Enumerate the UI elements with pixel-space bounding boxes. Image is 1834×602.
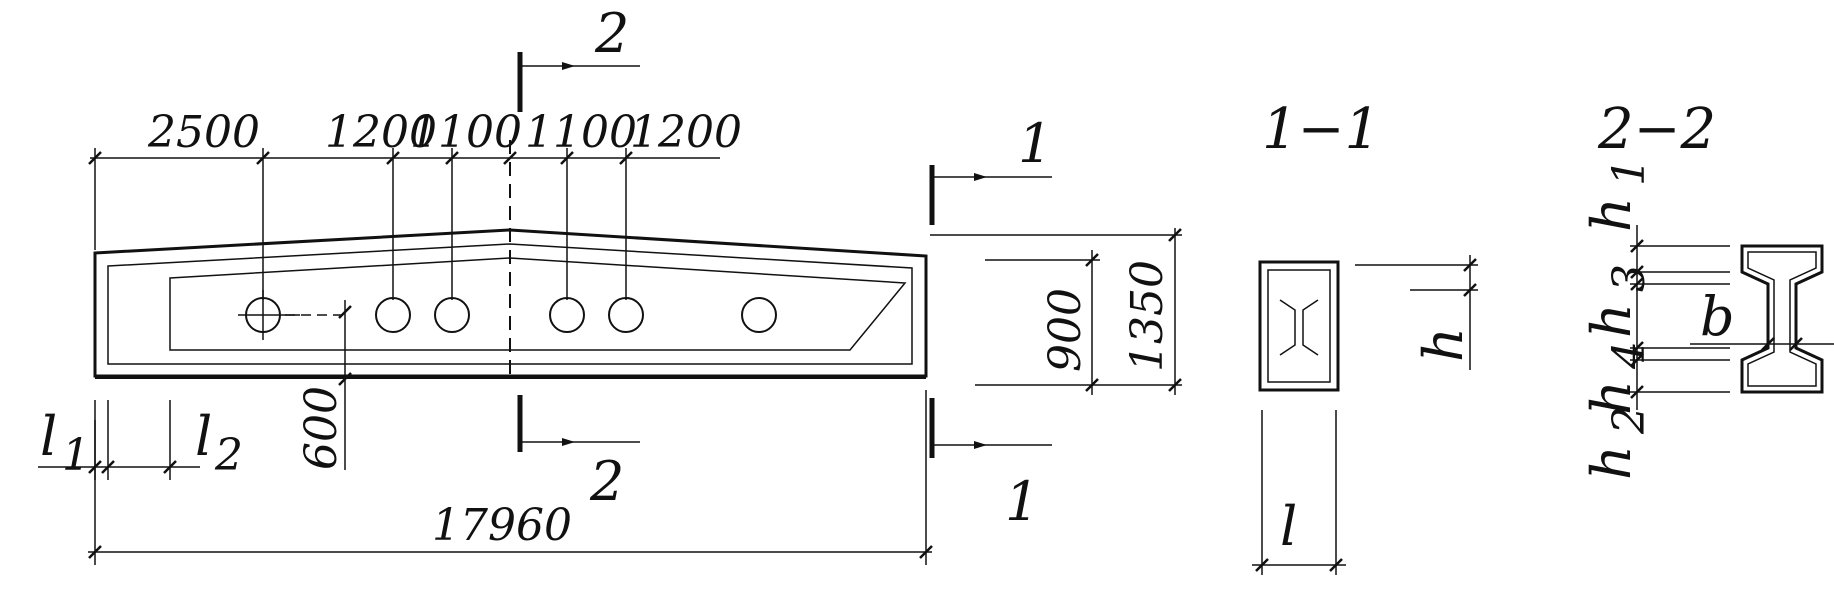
dim-600: 600 [296,386,347,470]
section-2-2-h4-sub: 4 [1604,341,1655,370]
section-1-1: 1−1 h l [1252,97,1478,575]
end-dimensions: l 1 l 2 [38,400,243,481]
height-dimensions: 900 1350 [930,228,1182,395]
section-2-2-h1-sub: 1 [1604,158,1655,186]
dim-1200-right: 1200 [630,107,742,158]
total-length-dimension: 17960 [88,390,933,565]
opening-6 [741,297,777,333]
section-2-2-b-label: b [1700,285,1735,348]
beam-web-panel [169,257,907,351]
section-1-1-h-label: h [1412,327,1475,362]
dim-1100-right: 1100 [525,107,637,158]
section-2-2-title: 2−2 [1597,97,1716,162]
dim-900: 900 [1040,288,1091,372]
section-1-1-l-label: l [1280,495,1297,558]
label-l2-sub: 2 [214,430,243,481]
opening-4 [549,297,585,333]
section-2-2-h3-sub: 3 [1604,264,1655,292]
beam-outline-outer [93,228,928,378]
opening-3 [434,297,470,333]
label-l2: l [195,405,212,468]
web-openings [238,290,777,340]
section-2-2-h2-sub: 2 [1604,406,1655,435]
label-l1: l [40,405,57,468]
section-mark-2-top: 2 [594,2,629,65]
section-2-2-h4: h [1580,380,1643,415]
beam-outline-inner [107,243,913,365]
dim-2500: 2500 [147,107,260,158]
dim-1200-left: 1200 [325,107,437,158]
offset-dimension: 600 [296,300,352,470]
section-2-2-h2: h [1580,445,1643,480]
section-1-1-outer [1258,260,1340,392]
section-mark-1-bottom: 1 [1005,470,1039,533]
dim-1100-left: 1100 [410,107,522,158]
section-2-2-h3: h [1580,303,1643,338]
top-dimension-chain: 2500 1200 1100 1100 1200 [88,107,742,300]
section-mark-2-bottom: 2 [589,450,624,513]
section-2-2: 2−2 h 1 h 3 h 4 h 2 b [1580,97,1834,480]
section-1-1-inner [1267,269,1331,383]
section-1-1-title: 1−1 [1262,97,1380,162]
section-mark-1-top: 1 [1018,112,1052,175]
section-2-2-h1: h [1580,197,1643,232]
dim-17960: 17960 [432,500,572,551]
opening-5 [608,297,644,333]
section-1-1-web [1279,299,1319,356]
opening-2 [375,297,411,333]
beam-elevation: 2500 1200 1100 1100 1200 600 l 1 l 2 [38,2,1182,565]
dim-1350: 1350 [1122,260,1173,372]
label-l1-sub: 1 [62,430,90,481]
section-markers: 2 2 1 1 [517,2,1052,533]
section-2-2-i-shape [1740,244,1824,394]
